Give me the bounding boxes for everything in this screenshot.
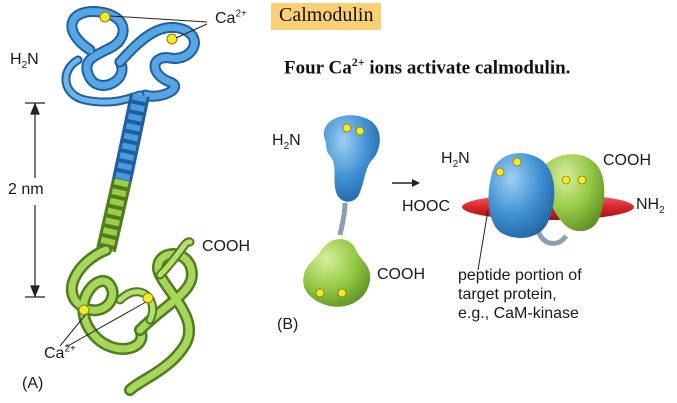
linker-active (535, 229, 569, 246)
activation-arrow (392, 179, 420, 187)
title: Calmodulin (279, 4, 374, 26)
h2n-label-a: H2N (10, 51, 39, 72)
ca-label-top: Ca2+ (215, 8, 247, 27)
calcium-ion (561, 175, 571, 185)
calcium-ion (78, 304, 90, 316)
scale-label: 2 nm (8, 181, 44, 198)
calcium-ion (142, 292, 154, 304)
calcium-ion (99, 11, 111, 23)
h2n-label-b-left: H2N (272, 132, 301, 153)
hooc-label: HOOC (402, 198, 450, 215)
n-terminal-domain-ribbon (61, 6, 200, 107)
calcium-ion (512, 157, 522, 167)
cooh-label-a: COOH (202, 238, 250, 255)
calcium-ion (337, 288, 347, 298)
subtitle: Four Ca2+ ions activate calmodulin. (284, 55, 571, 79)
calcium-ion (495, 167, 505, 177)
central-helix (96, 92, 150, 253)
calcium-ion (342, 123, 352, 133)
linker-inactive (337, 202, 348, 236)
calcium-ion (577, 175, 587, 185)
title-banner: Calmodulin (271, 3, 382, 30)
peptide-caption: peptide portion of target protein, e.g.,… (458, 267, 582, 322)
n-lobe-active (488, 153, 555, 238)
cooh-label-b-right: COOH (603, 152, 651, 169)
c-lobe-inactive (303, 238, 371, 307)
h2n-label-b-right: H2N (441, 150, 470, 171)
c-lobe-active (543, 154, 605, 232)
panel-b-schematic (303, 115, 634, 307)
calcium-ion (166, 33, 178, 45)
peptide-pointer-line (477, 209, 489, 271)
panel-a-ribbon (25, 6, 208, 396)
nh2-label: NH2 (636, 196, 665, 217)
ca-label-bottom: Ca2+ (44, 343, 76, 362)
c-terminal-domain-ribbon (65, 237, 198, 396)
calcium-ion (355, 126, 365, 136)
calcium-ion (315, 288, 325, 298)
panel-b-label: (B) (277, 316, 299, 333)
ca-pointer-lines (59, 15, 208, 348)
scale-bar (25, 102, 45, 298)
panel-a-label: (A) (22, 375, 44, 392)
cooh-label-b-left: COOH (377, 266, 425, 283)
n-lobe-inactive (323, 115, 380, 202)
